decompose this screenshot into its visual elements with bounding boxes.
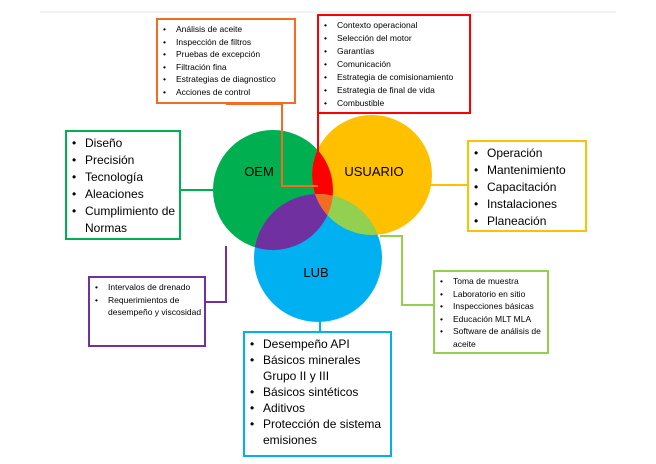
box-oem-usuario: Contexto operacional Selección del motor… <box>317 14 471 114</box>
connector-purple <box>206 246 227 303</box>
list-item: Planeación <box>471 213 583 230</box>
list-item: Estrategia de comisionamiento <box>321 71 467 84</box>
box-oem-lub: Intervalos de drenado Requerimientos de … <box>88 276 206 347</box>
box-usuario-lub: Toma de muestra Laboratorio en sitio Ins… <box>433 270 549 354</box>
list-item: Laboratorio en sitio <box>437 288 545 301</box>
list-item: Capacitación <box>471 179 583 196</box>
list-item: Estrategias de diagnostico <box>160 73 292 86</box>
box-oem-lub-usuario: Análisis de aceite Inspección de filtros… <box>156 18 296 104</box>
list-item: Básicos minerales Grupo II y III <box>247 352 388 384</box>
connector-orange <box>226 103 318 187</box>
list-item: Pruebas de excepción <box>160 48 292 61</box>
list-item: Requerimientos de desempeño y viscosidad <box>92 294 202 319</box>
list-item: Diseño <box>69 135 177 152</box>
usuario-label: USUARIO <box>344 164 404 179</box>
overlap-oem-lub <box>254 194 333 250</box>
list-item: Garantías <box>321 45 467 58</box>
list-item: Instalaciones <box>471 196 583 213</box>
list-item: Operación <box>471 145 583 162</box>
list-item: Inspecciones básicas <box>437 300 545 313</box>
list-item: Aleaciones <box>69 186 177 203</box>
connector-lightgreen <box>380 235 433 306</box>
list-item: Educación MLT MLA <box>437 313 545 326</box>
list-item: Comunicación <box>321 58 467 71</box>
list-item: Mantenimiento <box>471 162 583 179</box>
list-item: Tecnología <box>69 169 177 186</box>
list-item: Combustible <box>321 97 467 110</box>
list-item: Precisión <box>69 152 177 169</box>
list-item: Selección del motor <box>321 32 467 45</box>
list-item: Estrategia de final de vida <box>321 84 467 97</box>
list-item: Filtración fina <box>160 61 292 74</box>
list-item: Análisis de aceite <box>160 23 292 36</box>
list-item: Desempeño API <box>247 336 388 352</box>
box-oem: Diseño Precisión Tecnología Aleaciones C… <box>65 130 181 240</box>
list-item: Toma de muestra <box>437 275 545 288</box>
box-usuario: Operación Mantenimiento Capacitación Ins… <box>467 140 587 232</box>
lub-label: LUB <box>303 265 329 280</box>
list-item: Contexto operacional <box>321 19 467 32</box>
list-item: Protección de sistema emisiones <box>247 416 388 448</box>
overlap-usuario-lub <box>312 194 382 235</box>
list-item: Básicos sintéticos <box>247 384 388 400</box>
oem-label: OEM <box>244 164 274 179</box>
list-item: Cumplimiento de Normas <box>69 203 177 237</box>
list-item: Acciones de control <box>160 86 292 99</box>
box-lub: Desempeño API Básicos minerales Grupo II… <box>243 331 392 457</box>
list-item: Software de análisis de aceite <box>437 325 545 350</box>
list-item: Intervalos de drenado <box>92 281 202 294</box>
list-item: Aditivos <box>247 400 388 416</box>
list-item: Inspección de filtros <box>160 36 292 49</box>
